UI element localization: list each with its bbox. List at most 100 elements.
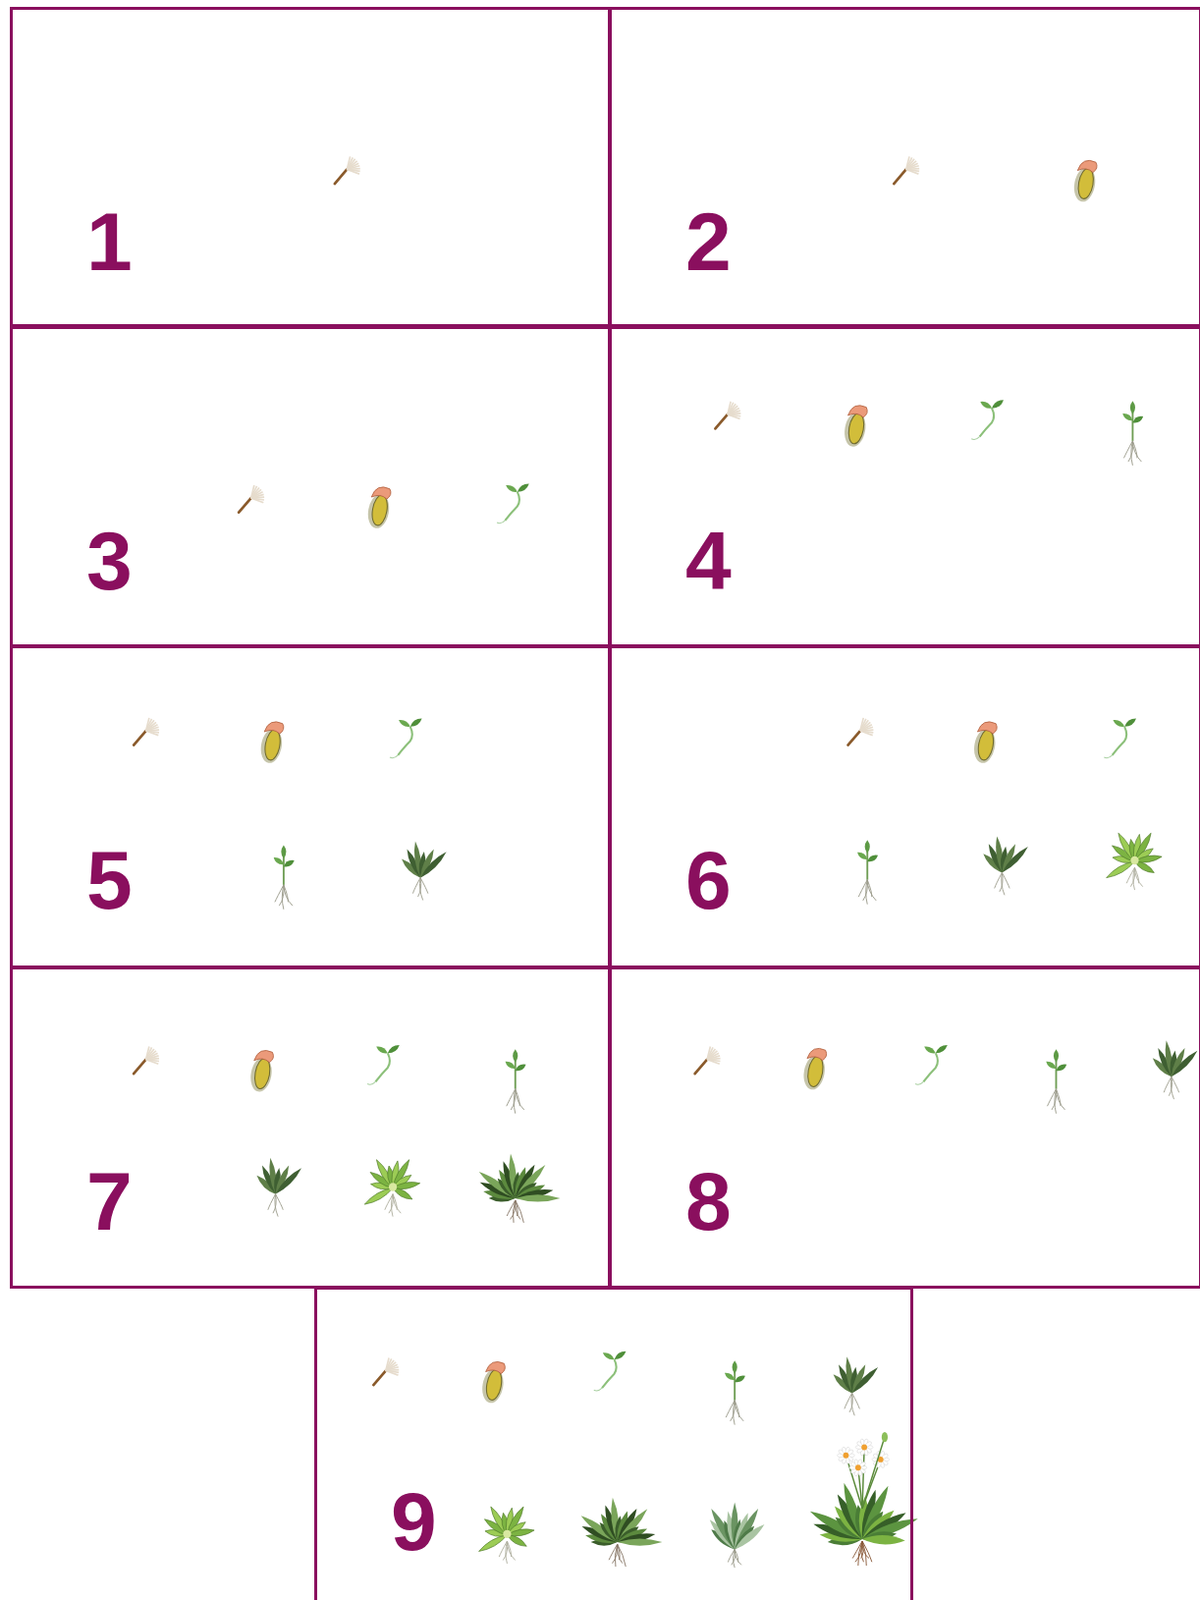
root	[866, 879, 869, 905]
bud	[881, 1431, 888, 1442]
step-number: 4	[685, 519, 732, 602]
root	[852, 1540, 863, 1558]
plant-stage-icon	[258, 721, 285, 765]
pappus	[906, 168, 920, 174]
root	[505, 1540, 508, 1564]
plant-stage-icon	[695, 1045, 721, 1074]
root	[1171, 1076, 1180, 1092]
root	[367, 1081, 376, 1085]
leaf	[272, 1165, 304, 1197]
leaf	[515, 1194, 561, 1201]
leaf	[418, 849, 449, 880]
root	[971, 436, 980, 440]
root	[734, 1400, 744, 1421]
plant-stage-icon	[272, 844, 296, 909]
leaf	[923, 1043, 937, 1055]
root	[515, 1089, 525, 1110]
stem	[514, 1060, 517, 1090]
root	[1103, 755, 1112, 759]
pappus	[906, 157, 913, 169]
stem	[980, 408, 995, 437]
pappus	[906, 156, 910, 169]
stem	[733, 1371, 736, 1401]
pappus	[860, 718, 867, 731]
root	[1001, 872, 1010, 888]
root	[268, 1194, 276, 1210]
step-number: 9	[390, 1479, 437, 1563]
plant-stage-icon	[1044, 1048, 1069, 1113]
root	[867, 879, 876, 901]
seed-body	[714, 414, 727, 430]
plant-stage-icon	[133, 1045, 160, 1074]
stem	[282, 856, 285, 885]
pappus	[707, 1046, 713, 1059]
plant-stage-icon	[373, 1357, 399, 1385]
plant-stage-icon	[830, 1356, 880, 1416]
pappus	[251, 486, 258, 498]
plant-stage-icon	[238, 485, 265, 513]
plant-stage-icon	[477, 1152, 561, 1223]
leaf	[862, 1533, 906, 1545]
stem	[397, 726, 413, 756]
stage-panel: 4	[608, 326, 1200, 648]
root	[1133, 867, 1136, 890]
seed-body	[373, 1370, 385, 1386]
leaf	[385, 1042, 401, 1056]
plant-stage-icon	[334, 156, 361, 184]
center	[388, 1182, 397, 1191]
center	[1130, 856, 1139, 865]
leaf	[722, 1370, 736, 1382]
flower-center	[861, 1444, 868, 1451]
leaf	[515, 481, 531, 494]
pappus	[385, 1357, 389, 1370]
plant-stage-icon	[1071, 160, 1098, 204]
leaf	[979, 399, 993, 411]
plant-stage-icon	[367, 1042, 401, 1085]
root	[275, 1194, 284, 1210]
plant-stage-icon	[915, 1042, 949, 1085]
pappus	[146, 1059, 160, 1065]
pappus	[146, 718, 153, 731]
step-number: 8	[685, 1159, 732, 1243]
root	[1054, 1089, 1057, 1114]
stem	[1055, 1060, 1058, 1090]
plant-stage-icon	[801, 1047, 828, 1091]
root	[412, 877, 421, 894]
pappus	[385, 1358, 392, 1370]
plant-stage-icon	[893, 156, 920, 184]
plant-stage-icon	[1150, 1039, 1200, 1099]
plant-stage-icon	[399, 840, 449, 900]
pappus	[727, 402, 734, 415]
stem	[1131, 412, 1134, 441]
step-number: 1	[86, 200, 133, 283]
plant-stage-icon	[1104, 831, 1163, 890]
leaf	[503, 1059, 517, 1071]
plant-stage-icon	[503, 1048, 528, 1113]
sprout-cap	[1077, 160, 1097, 172]
plant-stage-icon	[722, 1360, 747, 1424]
plant-stage-icon	[841, 405, 869, 449]
root	[389, 755, 398, 759]
pappus	[727, 414, 741, 420]
leaf	[849, 1364, 880, 1396]
plant-stage-icon	[480, 1361, 507, 1405]
leaf	[282, 858, 296, 870]
stem	[866, 851, 869, 880]
root	[1163, 1076, 1172, 1092]
leaf	[990, 397, 1006, 411]
seed-body	[133, 1059, 146, 1075]
root	[844, 1392, 853, 1409]
center	[502, 1529, 511, 1538]
seed-body	[848, 730, 861, 746]
root	[1055, 1089, 1065, 1110]
pappus	[146, 1046, 153, 1059]
plant-stage-icon	[856, 839, 880, 904]
leaf	[512, 1048, 518, 1063]
flower-stem	[862, 1446, 865, 1508]
root	[733, 1400, 736, 1425]
leaf	[617, 1537, 663, 1545]
stem	[504, 491, 520, 521]
root	[513, 1089, 516, 1114]
root	[515, 1200, 525, 1223]
